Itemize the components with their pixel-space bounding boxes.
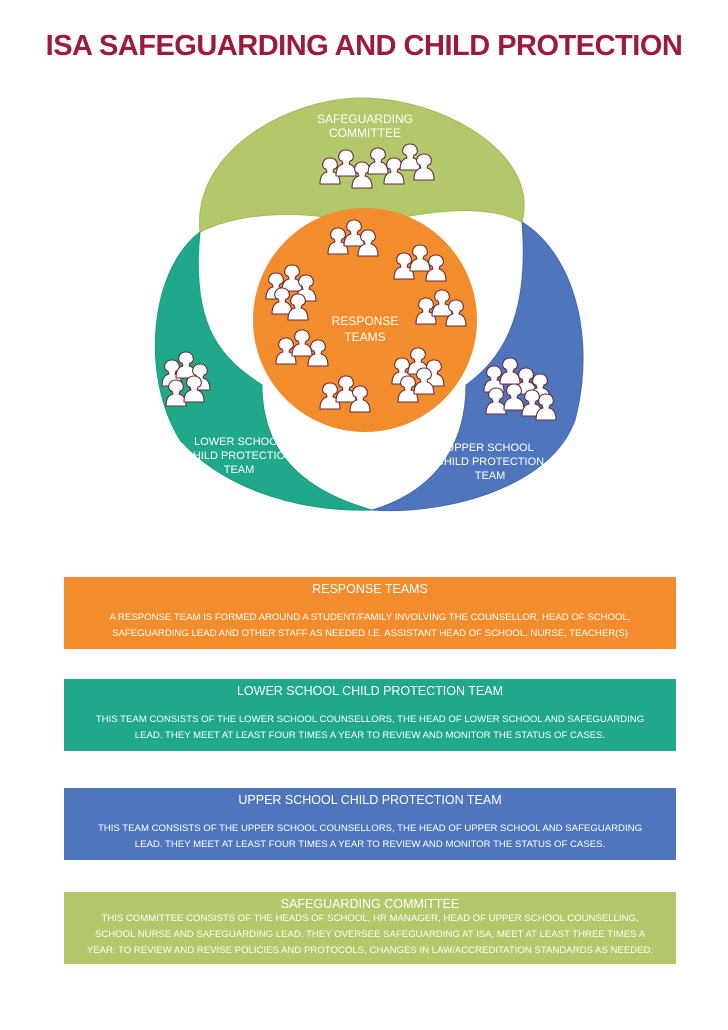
- upper-team-box: UPPER SCHOOL CHILD PROTECTION TEAM THIS …: [64, 788, 676, 860]
- committee-label: SAFEGUARDING COMMITTEE: [316, 112, 413, 140]
- upper-team-shape: [371, 221, 584, 512]
- upper-team-description: THIS TEAM CONSISTS OF THE UPPER SCHOOL C…: [97, 823, 643, 850]
- lower-team-box: LOWER SCHOOL CHILD PROTECTION TEAM THIS …: [64, 679, 676, 751]
- lower-team-label: LOWER SCHOOL CHILD PROTECTION TEAM: [184, 436, 294, 476]
- response-teams-description: A RESPONSE TEAM IS FORMED AROUND A STUDE…: [109, 612, 631, 639]
- committee-box: SAFEGUARDING COMMITTEE THIS COMMITTEE CO…: [64, 892, 676, 964]
- lower-team-shape: [154, 230, 373, 511]
- response-teams-label: RESPONSE TEAMS: [331, 314, 399, 344]
- upper-team-label: UPPER SCHOOL CHILD PROTECTION TEAM: [435, 442, 545, 482]
- committee-heading: SAFEGUARDING COMMITTEE: [280, 897, 460, 911]
- lower-team-heading: LOWER SCHOOL CHILD PROTECTION TEAM: [236, 684, 503, 698]
- lower-team-description: THIS TEAM CONSISTS OF THE LOWER SCHOOL C…: [95, 714, 645, 741]
- committee-description: THIS COMMITTEE CONSISTS OF THE HEADS OF …: [86, 913, 654, 956]
- safeguarding-venn-diagram: [154, 97, 584, 512]
- response-teams-box: RESPONSE TEAMS A RESPONSE TEAM IS FORMED…: [64, 577, 676, 649]
- upper-team-heading: UPPER SCHOOL CHILD PROTECTION TEAM: [238, 793, 502, 807]
- response-teams-heading: RESPONSE TEAMS: [312, 582, 428, 596]
- page-title: ISA SAFEGUARDING AND CHILD PROTECTION: [45, 30, 683, 62]
